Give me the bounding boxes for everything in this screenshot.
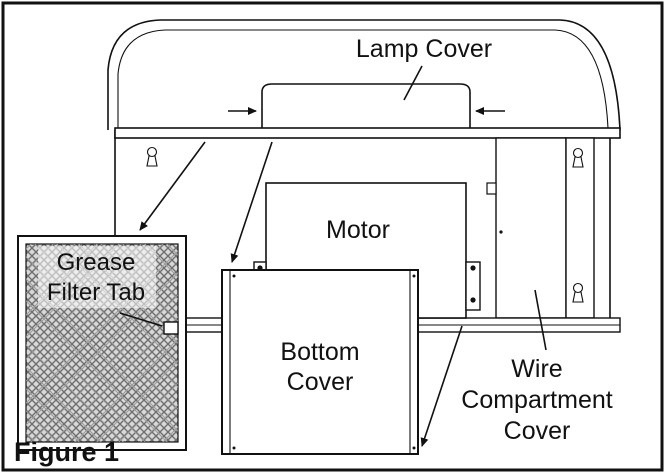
bottom-cover-label-line2: Cover (287, 368, 354, 396)
wire-cover-label-line2: Compartment (461, 386, 612, 414)
keyhole-left (146, 146, 158, 167)
grease-filter-label-line1: Grease (57, 249, 136, 276)
bottom-cover-label-line1: Bottom (280, 338, 359, 366)
motor-label: Motor (326, 216, 390, 244)
filter-removal-arrow (139, 141, 206, 231)
front-rail (114, 127, 621, 139)
lamp-cover-panel (261, 83, 471, 128)
side-rail (565, 137, 595, 319)
keyhole-right-top (572, 147, 584, 168)
figure-caption: Figure 1 (14, 437, 119, 467)
hood-canopy (107, 19, 621, 131)
wire-cover-label-line1: Wire (511, 355, 562, 383)
lamp-cover-label: Lamp Cover (356, 35, 492, 63)
cover-slide-arrow (420, 325, 463, 447)
keyhole-right-bottom (572, 282, 584, 303)
small-switch (486, 182, 497, 195)
grease-filter-label-line2: Filter Tab (47, 279, 145, 306)
bottom-cover-panel (221, 269, 419, 455)
cover-removal-arrow (230, 141, 273, 263)
wire-compartment-frame (495, 137, 567, 319)
wire-cover-label-line3: Cover (504, 417, 571, 445)
grease-filter-tab (163, 321, 179, 335)
motor-mount-right (465, 261, 481, 311)
